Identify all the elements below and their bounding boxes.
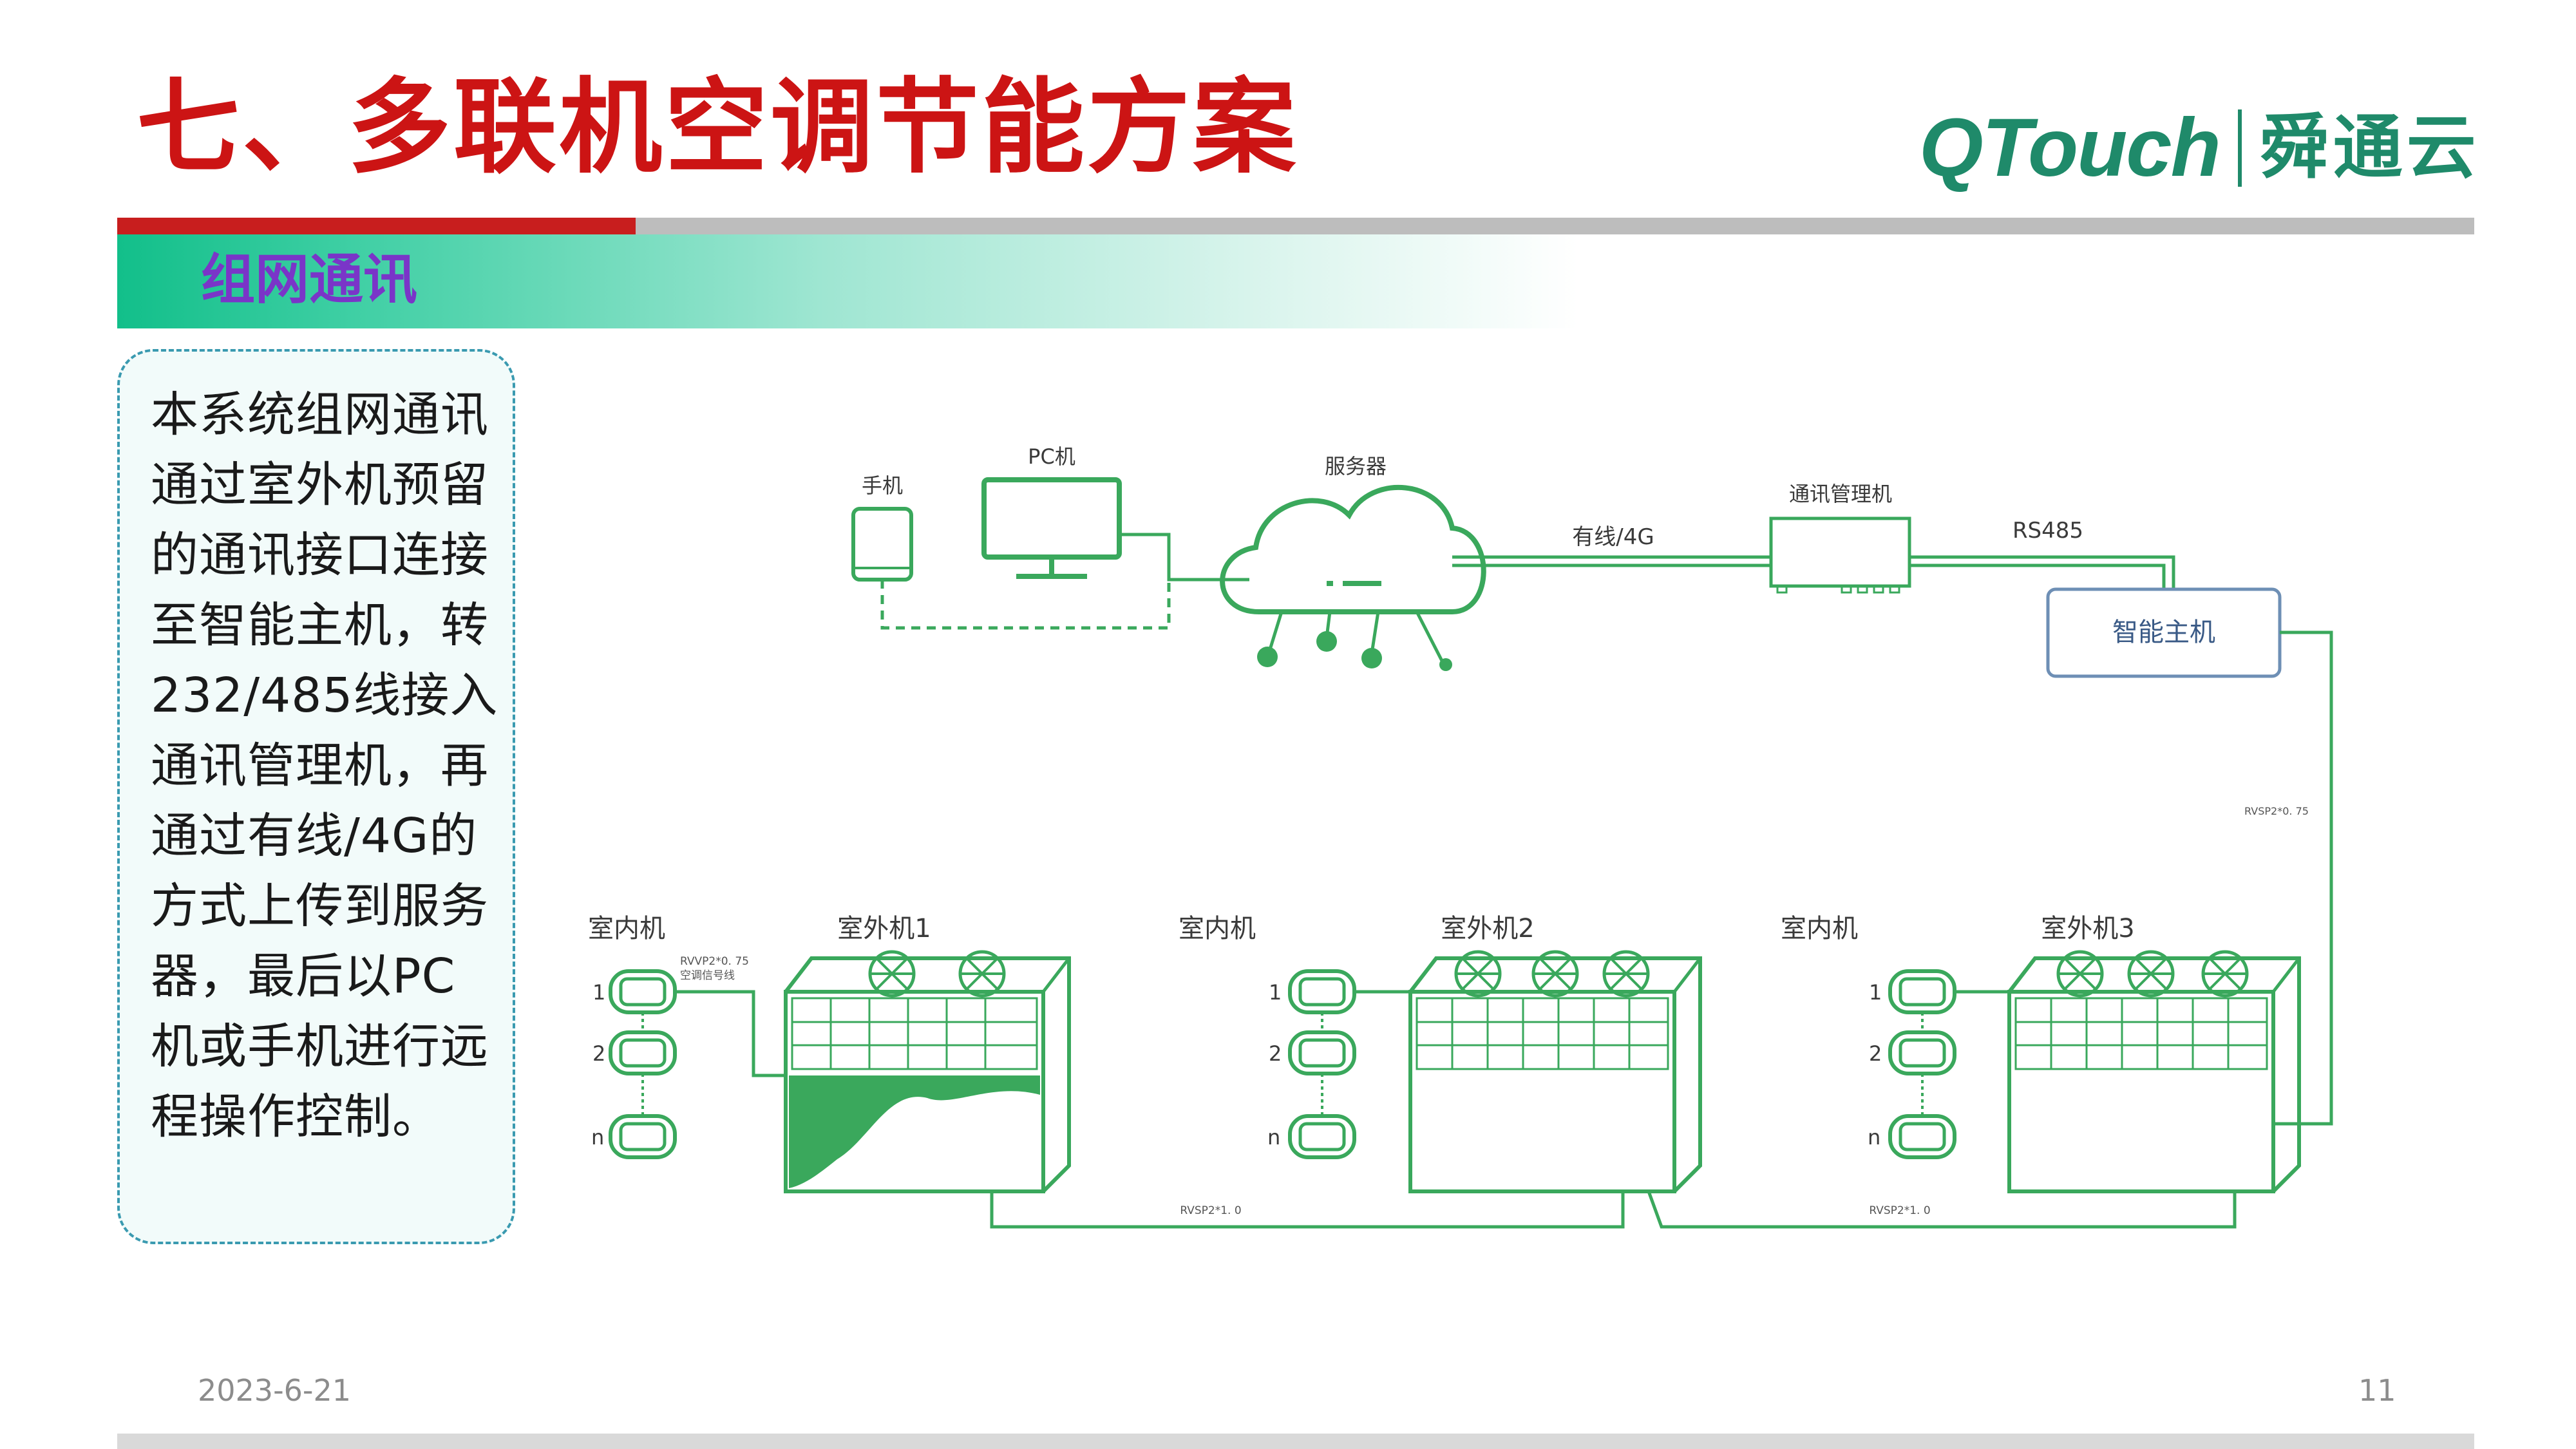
outdoor-label-1: 室外机1 bbox=[837, 914, 931, 943]
indoor-index-3-1: 1 bbox=[1869, 980, 1882, 1005]
rvvp-label: RVVP2*0. 75 bbox=[680, 955, 749, 968]
slide-title: 七、多联机空调节能方案 bbox=[137, 67, 1299, 187]
footer-date: 2023-6-21 bbox=[198, 1373, 352, 1408]
page-number: 11 bbox=[2358, 1373, 2396, 1408]
indoor-label-1: 室内机 bbox=[588, 914, 665, 943]
outdoor-unit-2-icon bbox=[1408, 952, 1702, 1193]
indoor-index-1-2: 2 bbox=[592, 1041, 605, 1066]
rvsp-vertical-label: RVSP2*0. 75 bbox=[2244, 805, 2309, 817]
footer-bar bbox=[117, 1434, 2474, 1449]
pc-icon bbox=[981, 477, 1122, 579]
outdoor-label-3: 室外机3 bbox=[2041, 914, 2134, 943]
rvsp-bottom-label-1: RVSP2*1. 0 bbox=[1180, 1204, 1241, 1217]
comm-manager-icon bbox=[1769, 516, 1911, 594]
indoor-units-2 bbox=[1290, 971, 1354, 1157]
rs485-label: RS485 bbox=[2012, 518, 2083, 544]
logo-divider bbox=[2237, 109, 2242, 187]
pc-label: PC机 bbox=[1028, 444, 1075, 469]
indoor-label-2: 室内机 bbox=[1179, 914, 1256, 943]
outdoor-unit-1-icon bbox=[784, 952, 1071, 1193]
smart-host-label: 智能主机 bbox=[2112, 618, 2215, 647]
indoor-label-3: 室内机 bbox=[1781, 914, 1858, 943]
bus-link-1 bbox=[990, 1191, 1625, 1229]
indoor-index-2-n: n bbox=[1267, 1125, 1280, 1150]
signal-line-label: 空调信号线 bbox=[680, 969, 735, 982]
outdoor-unit-3-icon bbox=[2007, 952, 2301, 1193]
network-diagram: 手机 PC机 服务器 有线/4G 通讯管理机 RS485 bbox=[588, 444, 2333, 1229]
logo-english: QTouch bbox=[1919, 102, 2221, 194]
indoor-index-3-2: 2 bbox=[1869, 1041, 1882, 1066]
section-header-band: 组网通讯 bbox=[117, 234, 2474, 328]
server-label: 服务器 bbox=[1325, 454, 1387, 478]
indoor-outdoor-link-1 bbox=[675, 990, 786, 1077]
comm-manager-label: 通讯管理机 bbox=[1789, 482, 1892, 506]
indoor-index-2-1: 1 bbox=[1269, 980, 1282, 1005]
section-title: 组网通讯 bbox=[201, 248, 418, 311]
title-underline-accent bbox=[117, 218, 636, 234]
phone-pc-link bbox=[880, 580, 1171, 630]
logo-chinese: 舜通云 bbox=[2259, 108, 2480, 188]
outdoor-label-2: 室外机2 bbox=[1441, 914, 1534, 943]
rvsp-bottom-label-2: RVSP2*1. 0 bbox=[1869, 1204, 1930, 1217]
server-cloud-icon bbox=[1220, 485, 1486, 671]
description-text: 本系统组网通讯通过室外机预留的通讯接口连接至智能主机，转232/485线接入通讯… bbox=[151, 387, 498, 1144]
qtouch-logo: QTouch 舜通云 bbox=[1919, 97, 2480, 200]
pc-server-link bbox=[1119, 533, 1249, 582]
phone-label: 手机 bbox=[862, 473, 903, 498]
phone-icon bbox=[851, 507, 913, 582]
indoor-units-3 bbox=[1890, 971, 1955, 1157]
description-box: 本系统组网通讯通过室外机预留的通讯接口连接至智能主机，转232/485线接入通讯… bbox=[117, 349, 515, 1244]
indoor-index-2-2: 2 bbox=[1269, 1041, 1282, 1066]
indoor-index-1-n: n bbox=[591, 1125, 604, 1150]
bus-link-2 bbox=[1647, 1191, 2237, 1229]
indoor-index-1-1: 1 bbox=[592, 980, 605, 1005]
indoor-index-3-n: n bbox=[1868, 1125, 1880, 1150]
rs485-link-top bbox=[1909, 555, 2175, 589]
indoor-units-1 bbox=[611, 971, 675, 1157]
wired-4g-label: 有线/4G bbox=[1572, 524, 1654, 550]
host-outdoor3-link bbox=[2273, 630, 2333, 1126]
rs485-link-bottom bbox=[1909, 564, 2166, 589]
